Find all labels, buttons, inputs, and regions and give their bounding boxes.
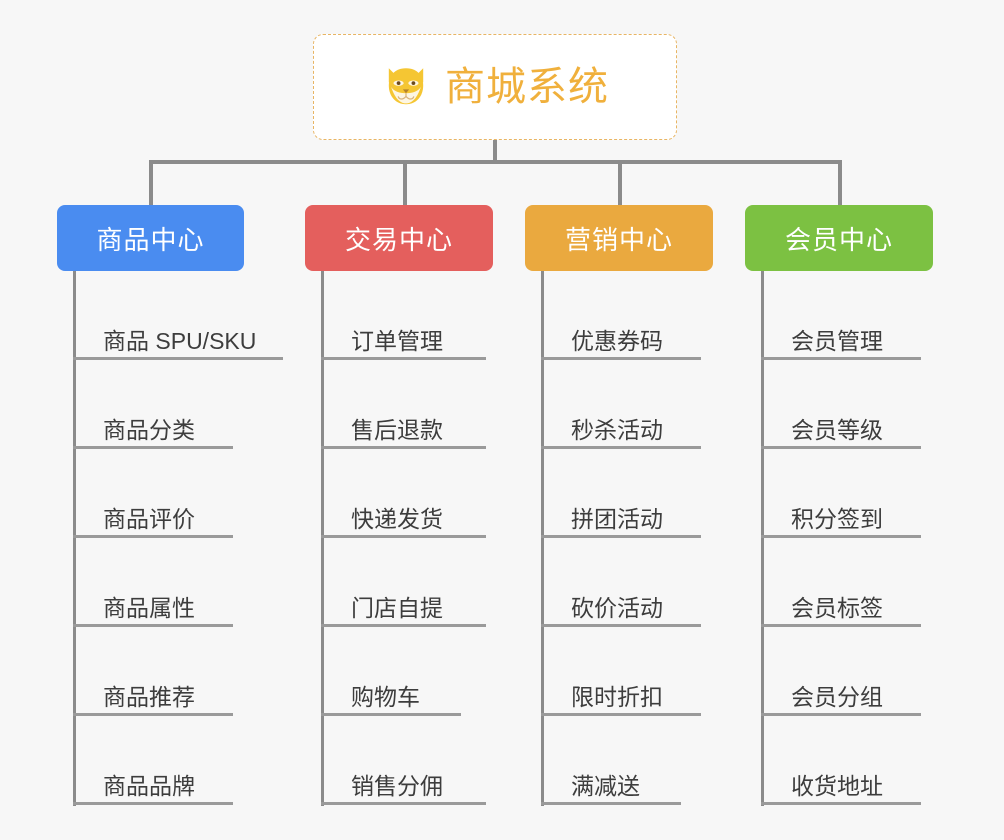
leaf-item[interactable]: 会员管理 bbox=[761, 271, 921, 360]
leaf-label: 商品品牌 bbox=[103, 772, 195, 799]
leaf-label: 商品推荐 bbox=[103, 683, 195, 710]
leaf-item[interactable]: 收货地址 bbox=[761, 716, 921, 805]
leaf-label: 商品分类 bbox=[103, 416, 195, 443]
branch-trunk-1 bbox=[73, 271, 76, 806]
leaf-item[interactable]: 商品品牌 bbox=[73, 716, 256, 805]
connector-horizontal-bus bbox=[149, 160, 842, 164]
connector-drop-2 bbox=[403, 160, 407, 206]
leaf-underline bbox=[73, 802, 233, 805]
leaf-item[interactable]: 拼团活动 bbox=[541, 449, 701, 538]
category-label-3: 营销中心 bbox=[564, 224, 673, 255]
category-label-1: 商品中心 bbox=[96, 224, 205, 255]
leaf-underline bbox=[541, 357, 701, 360]
leaf-underline bbox=[761, 446, 921, 449]
leaf-underline bbox=[73, 624, 233, 627]
leaf-underline bbox=[761, 624, 921, 627]
root-node[interactable]: 商城系统 bbox=[313, 34, 677, 140]
leaf-underline bbox=[321, 624, 486, 627]
leaf-item[interactable]: 订单管理 bbox=[321, 271, 486, 360]
leaf-item[interactable]: 快递发货 bbox=[321, 449, 486, 538]
leaf-label: 购物车 bbox=[351, 683, 420, 710]
leaf-underline bbox=[541, 624, 701, 627]
branch-trunk-2 bbox=[321, 271, 324, 806]
leaf-item[interactable]: 会员等级 bbox=[761, 360, 921, 449]
leaf-item[interactable]: 满减送 bbox=[541, 716, 681, 805]
leaf-label: 优惠券码 bbox=[571, 327, 663, 354]
category-box-2[interactable]: 交易中心 bbox=[305, 205, 493, 271]
leaf-underline bbox=[321, 357, 486, 360]
leaf-underline bbox=[73, 535, 233, 538]
leaf-item[interactable]: 会员分组 bbox=[761, 627, 921, 716]
leaf-underline bbox=[321, 535, 486, 538]
leaf-label: 快递发货 bbox=[351, 505, 443, 532]
leaf-underline bbox=[73, 446, 233, 449]
leaf-underline bbox=[761, 357, 921, 360]
leaf-underline bbox=[761, 713, 921, 716]
leaf-item[interactable]: 购物车 bbox=[321, 627, 461, 716]
leaf-label: 订单管理 bbox=[351, 327, 443, 354]
leaf-item[interactable]: 商品评价 bbox=[73, 449, 256, 538]
leaf-list-4: 会员管理 会员等级 积分签到 会员标签 会员分组 收货地址 bbox=[761, 271, 921, 805]
leaf-label: 砍价活动 bbox=[571, 594, 663, 621]
category-box-3[interactable]: 营销中心 bbox=[525, 205, 713, 271]
leaf-item[interactable]: 商品 SPU/SKU bbox=[73, 271, 283, 360]
leaf-item[interactable]: 商品分类 bbox=[73, 360, 256, 449]
leaf-item[interactable]: 优惠券码 bbox=[541, 271, 701, 360]
leaf-item[interactable]: 会员标签 bbox=[761, 538, 921, 627]
connector-drop-3 bbox=[618, 160, 622, 206]
leaf-list-1: 商品 SPU/SKU 商品分类 商品评价 商品属性 商品推荐 商品品牌 bbox=[73, 271, 283, 805]
root-title: 商城系统 bbox=[445, 65, 609, 109]
leaf-item[interactable]: 商品推荐 bbox=[73, 627, 256, 716]
connector-drop-4 bbox=[838, 160, 842, 206]
leaf-underline bbox=[761, 535, 921, 538]
leaf-underline bbox=[321, 446, 486, 449]
leaf-label: 拼团活动 bbox=[571, 505, 663, 532]
category-box-1[interactable]: 商品中心 bbox=[57, 205, 244, 271]
leaf-item[interactable]: 积分签到 bbox=[761, 449, 921, 538]
leaf-label: 秒杀活动 bbox=[571, 416, 663, 443]
shiba-dog-face-icon bbox=[388, 68, 424, 105]
connector-drop-1 bbox=[149, 160, 153, 206]
leaf-item[interactable]: 销售分佣 bbox=[321, 716, 486, 805]
leaf-underline bbox=[541, 713, 701, 716]
connector-root-stem bbox=[493, 140, 497, 164]
leaf-label: 会员标签 bbox=[791, 594, 883, 621]
leaf-label: 销售分佣 bbox=[351, 772, 443, 799]
category-label-4: 会员中心 bbox=[784, 224, 893, 255]
leaf-underline bbox=[321, 802, 486, 805]
leaf-label: 会员管理 bbox=[791, 327, 883, 354]
leaf-label: 会员分组 bbox=[791, 683, 883, 710]
leaf-underline bbox=[541, 802, 681, 805]
leaf-underline bbox=[761, 802, 921, 805]
leaf-label: 商品属性 bbox=[103, 594, 195, 621]
category-label-2: 交易中心 bbox=[344, 224, 453, 255]
leaf-underline bbox=[541, 446, 701, 449]
leaf-item[interactable]: 限时折扣 bbox=[541, 627, 701, 716]
leaf-label: 限时折扣 bbox=[571, 683, 663, 710]
leaf-label: 满减送 bbox=[571, 772, 640, 799]
leaf-label: 会员等级 bbox=[791, 416, 883, 443]
leaf-label: 售后退款 bbox=[351, 416, 443, 443]
leaf-label: 商品 SPU/SKU bbox=[103, 327, 257, 354]
leaf-underline bbox=[321, 713, 461, 716]
leaf-label: 门店自提 bbox=[351, 594, 443, 621]
leaf-item[interactable]: 砍价活动 bbox=[541, 538, 701, 627]
leaf-list-2: 订单管理 售后退款 快递发货 门店自提 购物车 销售分佣 bbox=[321, 271, 486, 805]
leaf-item[interactable]: 商品属性 bbox=[73, 538, 256, 627]
leaf-item[interactable]: 门店自提 bbox=[321, 538, 486, 627]
leaf-label: 商品评价 bbox=[103, 505, 195, 532]
leaf-underline bbox=[73, 357, 283, 360]
leaf-label: 收货地址 bbox=[791, 772, 883, 799]
leaf-underline bbox=[73, 713, 233, 716]
category-box-4[interactable]: 会员中心 bbox=[745, 205, 933, 271]
leaf-underline bbox=[541, 535, 701, 538]
leaf-item[interactable]: 售后退款 bbox=[321, 360, 486, 449]
branch-trunk-4 bbox=[761, 271, 764, 806]
branch-trunk-3 bbox=[541, 271, 544, 806]
leaf-label: 积分签到 bbox=[791, 505, 883, 532]
leaf-list-3: 优惠券码 秒杀活动 拼团活动 砍价活动 限时折扣 满减送 bbox=[541, 271, 701, 805]
leaf-item[interactable]: 秒杀活动 bbox=[541, 360, 701, 449]
